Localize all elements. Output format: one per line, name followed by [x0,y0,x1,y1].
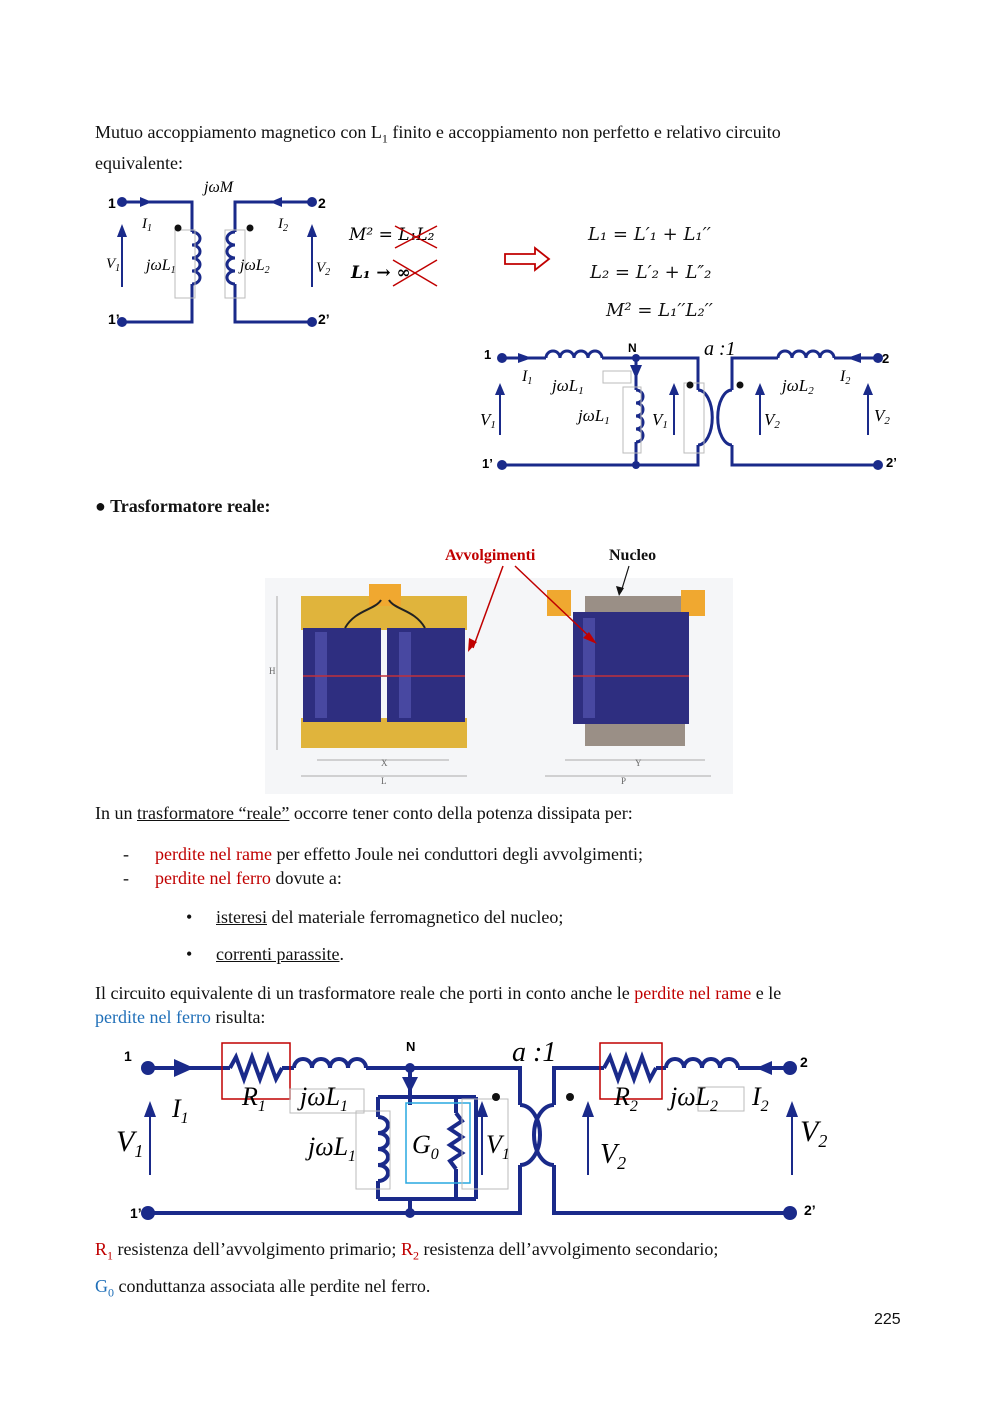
implies-arrow-icon [504,246,551,272]
equivalent-circuit: 1 1’ 2 2’ N a :1 I1 jωL1 jωL1 V1 V1 V2 j… [480,338,897,471]
svg-text:R2: R2 [613,1082,638,1115]
svg-text:H: H [269,666,276,676]
equivalent-circuit-intro: Il circuito equivalente di un trasformat… [95,983,782,1027]
svg-text:V1: V1 [486,1130,510,1163]
svg-text:I2: I2 [839,368,850,387]
svg-text:2: 2 [882,351,889,366]
transformer-figure: H X L Y P Avvolgimenti Nucleo [265,547,733,794]
svg-text:2’: 2’ [804,1202,816,1218]
windings-label: Avvolgimenti [445,547,536,564]
svg-text:G0: G0 [412,1130,439,1163]
page-number: 225 [874,1311,901,1328]
svg-text:P: P [621,776,626,786]
svg-text:I1: I1 [521,368,532,387]
intro-paragraph: Mutuo accoppiamento magnetico con L1 fin… [95,122,781,173]
svg-text:1: 1 [124,1048,132,1064]
conductance-note: G0 conduttanza associata alle perdite ne… [95,1276,431,1300]
iron-loss-item-1: •isteresi del materiale ferromagnetico d… [186,907,564,927]
core-label: Nucleo [609,547,656,564]
crossed-eq-1: M² = L₁L₂ [348,225,435,245]
equation-1: L₁ = L′₁ + L₁′′ [588,224,711,245]
turns-ratio-large: a :1 [512,1037,556,1068]
losses-intro: In un trasformatore “reale” occorre tene… [95,803,633,823]
svg-text:L: L [381,776,387,786]
real-transformer-circuit: 1 1’ 2 2’ N a :1 R1 R2 jωL1 jωL1 G0 jωL2… [116,1037,827,1221]
section-heading: ● Trasformatore reale: [95,496,271,516]
svg-text:1’: 1’ [482,456,493,471]
svg-text:I2: I2 [277,216,288,234]
resistance-note: R1 resistenza dell’avvolgimento primario… [95,1239,719,1263]
losses-list-item-2: -perdite nel ferro dovute a: [123,868,342,888]
crossed-eq-2: L₁ → ∞ [350,263,411,283]
mutual-label: jωM [202,179,235,196]
svg-text:jωL2: jωL2 [780,376,814,397]
svg-text:jωL2: jωL2 [238,257,270,276]
svg-text:V2: V2 [764,410,780,431]
svg-text:V2: V2 [800,1115,827,1151]
svg-text:V1: V1 [106,256,120,274]
svg-text:N: N [406,1039,415,1054]
node-1p-label: 1’ [108,311,120,327]
equation-2: L₂ = L′₂ + L″₂ [590,262,712,283]
losses-list-item-1: -perdite nel rame per effetto Joule nei … [123,844,644,864]
node-2p-label: 2’ [318,311,330,327]
svg-text:jωL1: jωL1 [550,376,584,397]
svg-text:1’: 1’ [130,1205,142,1221]
svg-text:V1: V1 [480,410,496,431]
svg-text:jωL1: jωL1 [297,1082,348,1115]
svg-text:I1: I1 [141,216,152,234]
svg-text:jωL1: jωL1 [576,406,610,427]
svg-text:V2: V2 [600,1139,626,1173]
node-2-label: 2 [318,195,326,211]
turns-ratio: a :1 [704,338,736,360]
svg-text:V2: V2 [316,260,330,278]
svg-text:Y: Y [635,758,642,768]
svg-text:2: 2 [800,1054,808,1070]
svg-text:R1: R1 [241,1082,266,1115]
svg-text:jωL1: jωL1 [144,257,176,276]
svg-text:I2: I2 [751,1082,769,1115]
svg-text:N: N [628,341,637,355]
svg-text:2’: 2’ [886,455,897,470]
svg-text:X: X [381,758,388,768]
iron-loss-item-2: •correnti parassite. [186,944,344,964]
svg-text:V1: V1 [116,1125,143,1161]
coupled-inductors-circuit: 1 1’ 2 2’ jωM I1 I2 V1 V2 jωL1 jωL2 [106,179,330,327]
equation-3: M² = L₁′′L₂′′ [606,300,713,321]
node-1-label: 1 [108,195,116,211]
svg-text:I1: I1 [171,1094,189,1127]
svg-text:jωL1: jωL1 [305,1132,356,1165]
svg-text:jωL2: jωL2 [667,1082,718,1115]
crossed-equations: M² = L₁L₂ L₁ → ∞ [348,225,438,287]
svg-text:V2: V2 [874,406,890,427]
svg-text:V1: V1 [652,410,668,431]
svg-text:1: 1 [484,347,491,362]
